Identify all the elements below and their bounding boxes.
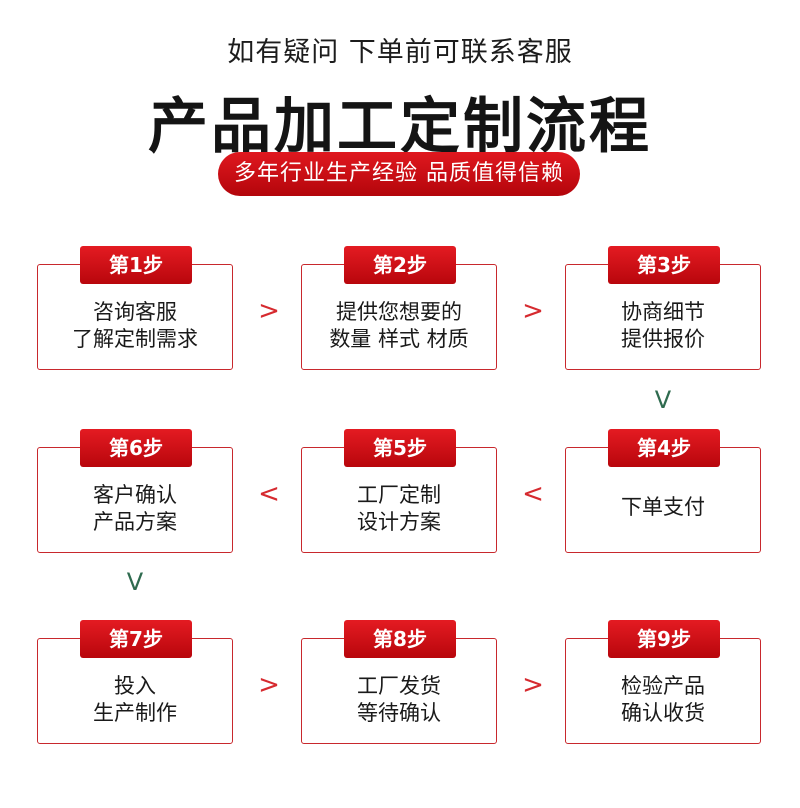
step-7-box: 第7步 投入 生产制作 <box>37 620 233 744</box>
slogan-banner: 多年行业生产经验 品质值得信赖 <box>218 152 580 196</box>
step-5-line1: 工厂定制 <box>357 483 441 507</box>
step-6-line1: 客户确认 <box>93 483 177 507</box>
arrow-left-2: < <box>258 479 280 509</box>
header-subtitle: 如有疑问 下单前可联系客服 <box>227 37 573 68</box>
step-6-line2: 产品方案 <box>93 510 177 534</box>
step-2-box: 第2步 提供您想要的 数量 样式 材质 <box>301 246 497 370</box>
arrow-right-3: > <box>258 670 280 700</box>
step-8-text: 工厂发货 等待确认 <box>302 673 496 727</box>
step-1-tag: 第1步 <box>80 246 192 284</box>
step-7-tag: 第7步 <box>80 620 192 658</box>
step-1-line1: 咨询客服 <box>93 300 177 324</box>
step-8-box: 第8步 工厂发货 等待确认 <box>301 620 497 744</box>
step-8-line2: 等待确认 <box>357 701 441 725</box>
step-9-line2: 确认收货 <box>621 701 705 725</box>
arrow-left-1: < <box>522 479 544 509</box>
step-5-box: 第5步 工厂定制 设计方案 <box>301 429 497 553</box>
step-4-text: 下单支付 <box>566 494 760 521</box>
step-7-line1: 投入 <box>114 674 156 698</box>
arrow-right-1: > <box>258 296 280 326</box>
step-5-text: 工厂定制 设计方案 <box>302 482 496 536</box>
step-7-line2: 生产制作 <box>93 701 177 725</box>
step-3-text: 协商细节 提供报价 <box>566 299 760 353</box>
step-5-line2: 设计方案 <box>357 510 441 534</box>
step-8-line1: 工厂发货 <box>357 674 441 698</box>
step-7-text: 投入 生产制作 <box>38 673 232 727</box>
step-3-box: 第3步 协商细节 提供报价 <box>565 246 761 370</box>
arrow-right-2: > <box>522 296 544 326</box>
step-4-tag: 第4步 <box>608 429 720 467</box>
step-1-box: 第1步 咨询客服 了解定制需求 <box>37 246 233 370</box>
step-9-box: 第9步 检验产品 确认收货 <box>565 620 761 744</box>
step-6-tag: 第6步 <box>80 429 192 467</box>
step-2-line2: 数量 样式 材质 <box>329 327 469 351</box>
step-2-line1: 提供您想要的 <box>336 300 462 324</box>
step-1-line2: 了解定制需求 <box>72 327 198 351</box>
step-6-text: 客户确认 产品方案 <box>38 482 232 536</box>
step-2-tag: 第2步 <box>344 246 456 284</box>
step-9-tag: 第9步 <box>608 620 720 658</box>
page-title: 产品加工定制流程 <box>148 92 652 162</box>
step-3-line2: 提供报价 <box>621 327 705 351</box>
step-3-tag: 第3步 <box>608 246 720 284</box>
step-6-box: 第6步 客户确认 产品方案 <box>37 429 233 553</box>
step-5-tag: 第5步 <box>344 429 456 467</box>
arrow-down-2: V <box>126 568 144 596</box>
step-4-line1: 下单支付 <box>621 495 705 519</box>
step-4-box: 第4步 下单支付 <box>565 429 761 553</box>
step-2-text: 提供您想要的 数量 样式 材质 <box>302 299 496 353</box>
step-8-tag: 第8步 <box>344 620 456 658</box>
step-1-text: 咨询客服 了解定制需求 <box>38 299 232 353</box>
arrow-right-4: > <box>522 670 544 700</box>
step-9-line1: 检验产品 <box>621 674 705 698</box>
step-9-text: 检验产品 确认收货 <box>566 673 760 727</box>
arrow-down-1: V <box>654 386 672 414</box>
step-3-line1: 协商细节 <box>621 300 705 324</box>
